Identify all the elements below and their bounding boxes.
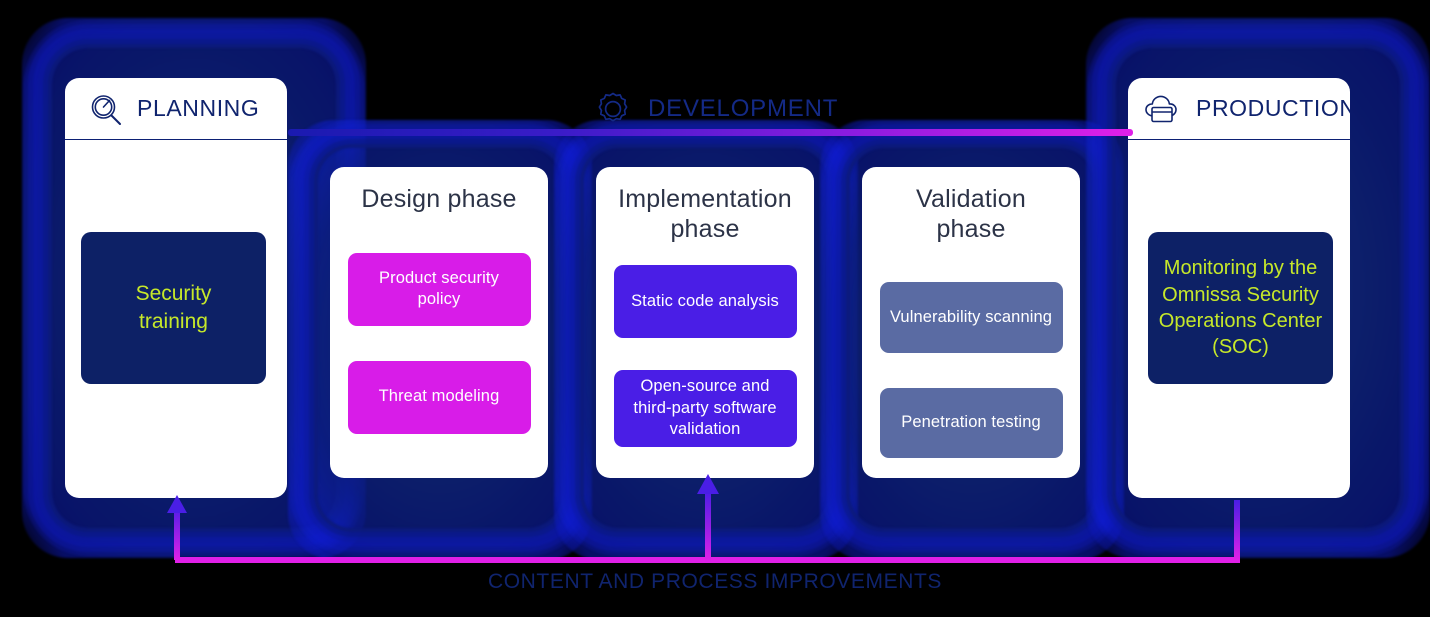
- feedback-loop-label: CONTENT AND PROCESS IMPROVEMENTS: [487, 570, 943, 593]
- stage-header-label-development: DEVELOPMENT: [648, 95, 839, 122]
- stage-header-development: DEVELOPMENT: [592, 88, 838, 130]
